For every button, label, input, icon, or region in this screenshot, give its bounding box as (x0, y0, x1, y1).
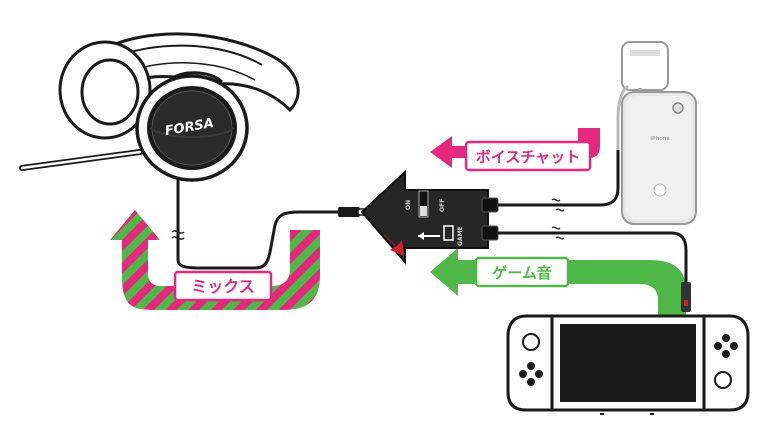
phone-logo-text: iPhone (650, 136, 670, 142)
voice-chat-arrow-icon: ボイスチャット (430, 128, 600, 172)
adapter-port-label: GAME (457, 226, 464, 246)
mix-label-text: ミックス (191, 277, 255, 296)
smartphone-icon: iPhone (616, 41, 697, 225)
game-audio-label: ゲーム音 (492, 264, 552, 282)
game-audio-arrow-icon: ゲーム音 (430, 248, 686, 320)
headset-cable (176, 178, 345, 270)
headset-icon: FORSA (19, 32, 300, 182)
adapter-icon: ON OFF GAME (360, 169, 499, 265)
voice-chat-label: ボイスチャット (476, 148, 580, 166)
mix-label: ミックス (173, 270, 273, 302)
adapter-switch-off: OFF (439, 199, 446, 212)
phone-cable (498, 150, 620, 207)
console-cable (498, 231, 688, 300)
adapter-switch-on: ON (405, 200, 412, 210)
game-console-icon (506, 314, 750, 415)
